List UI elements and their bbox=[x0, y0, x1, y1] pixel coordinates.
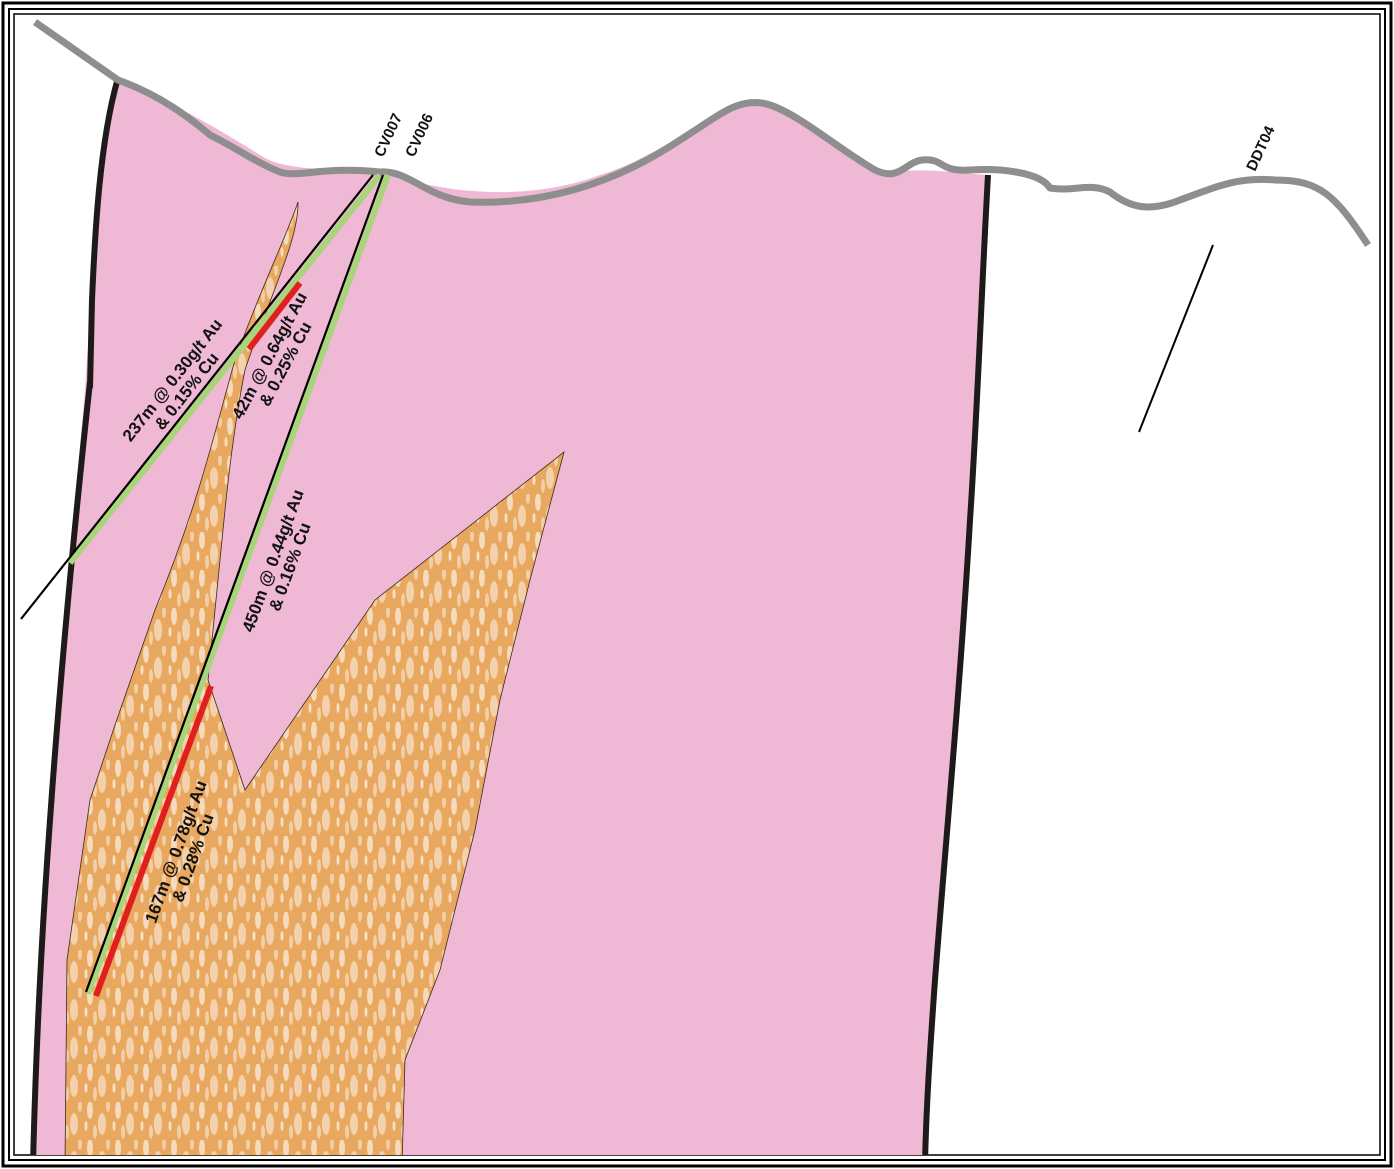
cv006-label: CV006 bbox=[402, 111, 437, 160]
ddt04-label: DDT04 bbox=[1243, 123, 1279, 174]
ddt04-drillhole-trace bbox=[1139, 245, 1213, 432]
cv007-label: CV007 bbox=[371, 111, 406, 160]
